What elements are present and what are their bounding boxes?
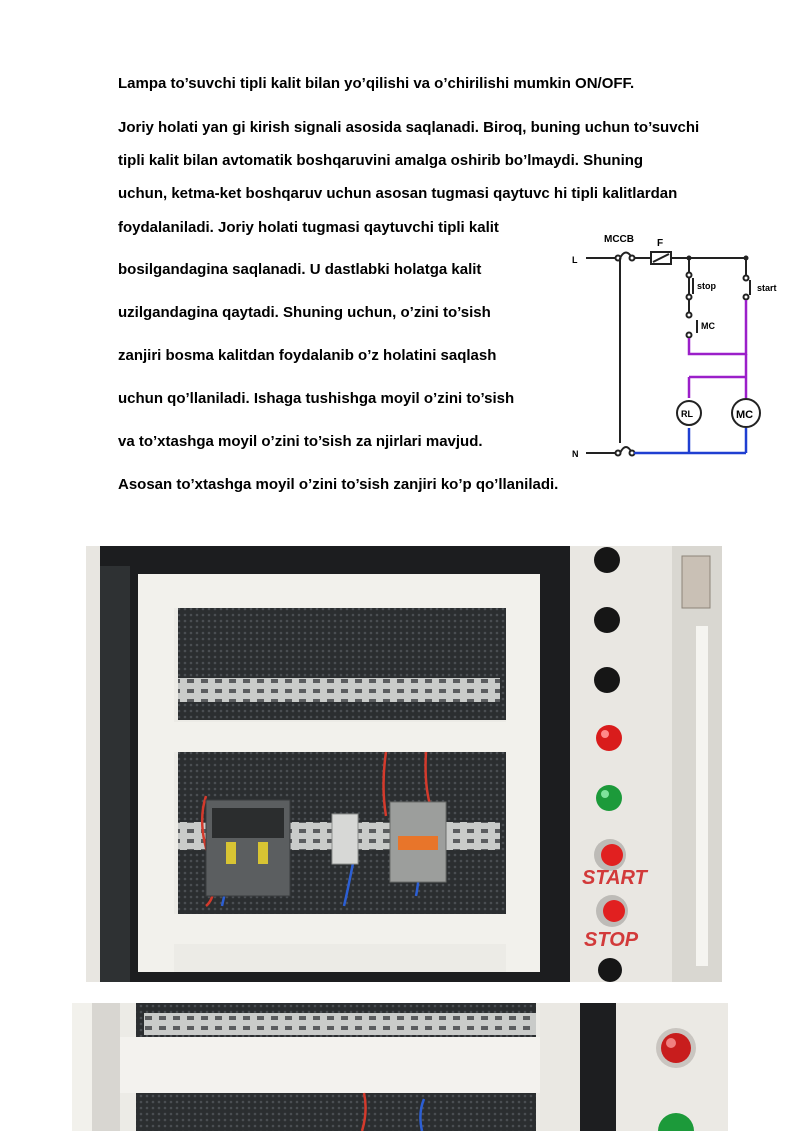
panel-detail-photo [72, 1003, 728, 1131]
photo-start-label: START [582, 867, 649, 889]
neutral-label: N [572, 449, 579, 459]
paragraph-line-10: va to’xtashga moyil o’zini to’sish za nj… [118, 433, 483, 450]
paragraph-line-1: Lampa to’suvchi tipli kalit bilan yo’qil… [118, 75, 635, 92]
mc-coil-label: MC [736, 409, 753, 421]
paragraph-line-11: Asosan to’xtashga moyil o’zini to’sish z… [118, 476, 559, 493]
paragraph-line-6: bosilgandagina saqlanadi. U dastlabki ho… [118, 261, 482, 278]
photo-stop-label: STOP [584, 929, 639, 951]
paragraph-line-9: uchun qo’llaniladi. Ishaga tushishga moy… [118, 390, 515, 407]
circuit-diagram: MCCB F L N stop start MC RL MC [572, 234, 777, 459]
line-label: L [572, 255, 578, 265]
paragraph-line-2: Joriy holati yan gi kirish signali asosi… [118, 119, 700, 136]
stop-label: stop [697, 281, 717, 291]
start-label: start [757, 283, 777, 293]
paragraph-line-7: uzilgandagina qaytadi. Shuning uchun, o’… [118, 304, 491, 321]
paragraph-line-8: zanjiri bosma kalitdan foydalanib o’z ho… [118, 347, 497, 364]
paragraph-line-3: tipli kalit bilan avtomatik boshqaruvini… [118, 152, 644, 169]
rl-label: RL [681, 409, 693, 419]
mc-contact-label: MC [701, 321, 715, 331]
paragraph-line-4: uchun, ketma-ket boshqaruv uchun asosan … [118, 185, 678, 202]
mccb-label: MCCB [604, 234, 634, 245]
paragraph-line-5: foydalaniladi. Joriy holati tugmasi qayt… [118, 219, 499, 236]
control-panel-photo: START STOP [86, 546, 722, 982]
fuse-label: F [657, 238, 663, 249]
